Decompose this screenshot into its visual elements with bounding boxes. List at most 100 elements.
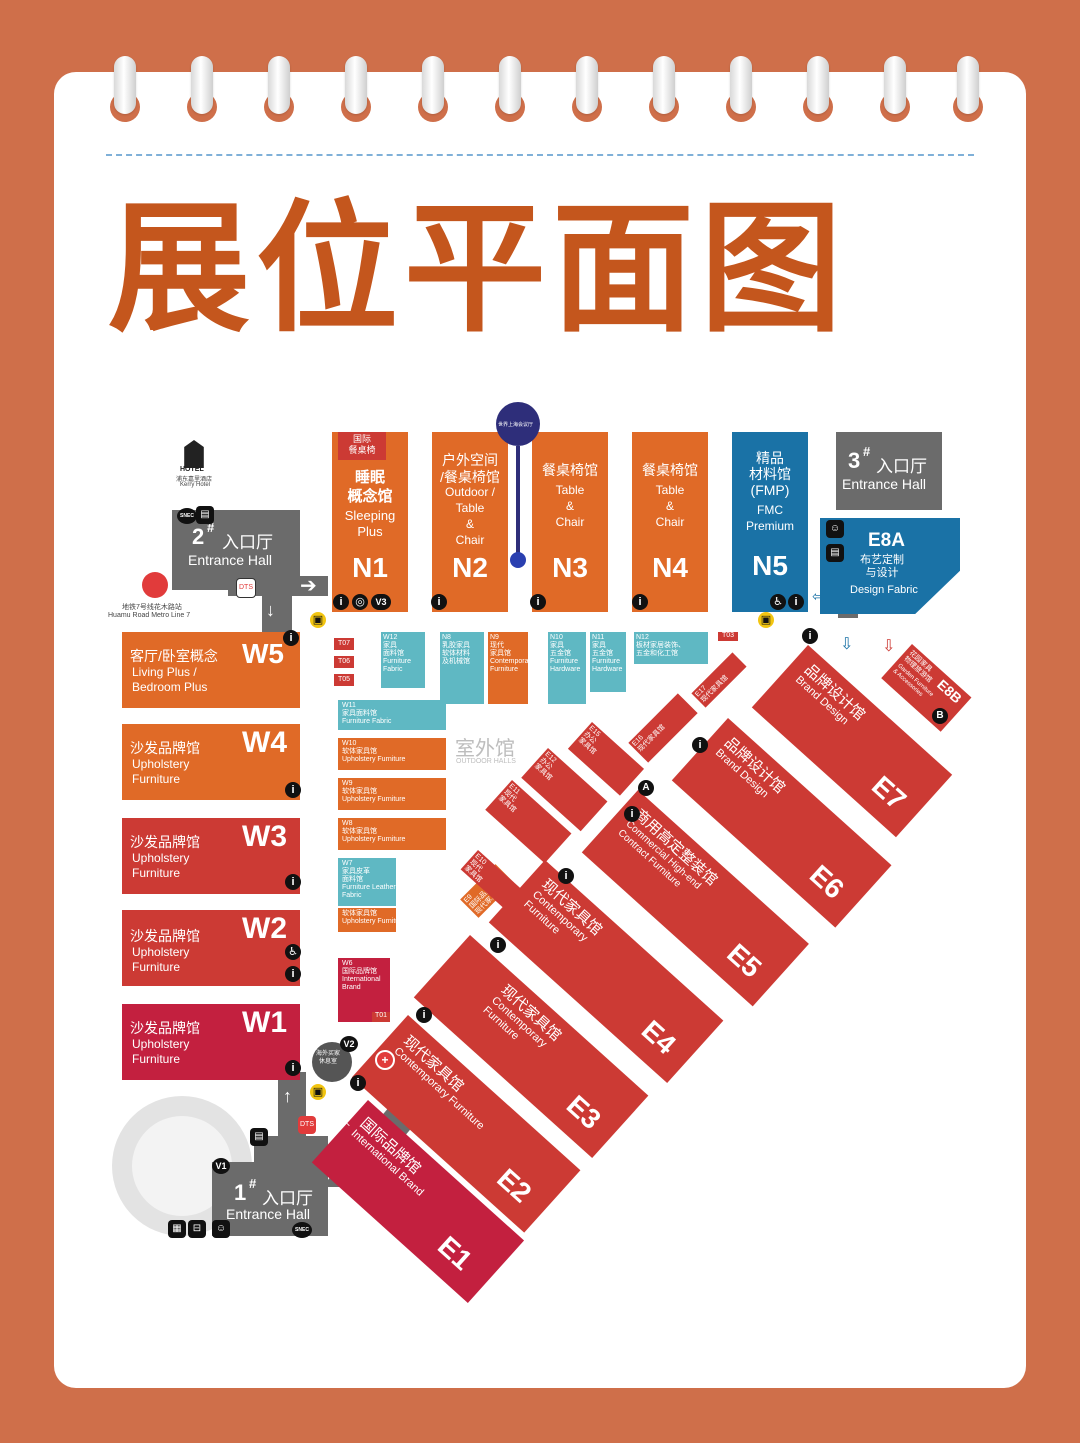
hall-en: Upholstery Furniture: [132, 1037, 190, 1066]
hall-code: E4: [635, 1014, 682, 1061]
hall-w3[interactable]: 沙发品牌馆 Upholstery Furniture W3: [122, 818, 300, 894]
b-badge[interactable]: B: [932, 708, 948, 724]
arrow-down-icon: ⇩: [840, 636, 854, 653]
hall-n5[interactable]: 精品 材料馆 (FMP) FMC Premium N5: [732, 432, 808, 612]
entrance-cn: 入口厅: [222, 533, 273, 552]
hall-n2[interactable]: 户外空间 /餐桌椅馆 Outdoor / Table & Chair N2: [432, 432, 508, 612]
entrance-sup: #: [863, 444, 871, 459]
dashed-divider: [106, 154, 974, 156]
globe-icon[interactable]: ◎: [352, 594, 368, 610]
hall-en: Design Fabric: [850, 584, 918, 596]
hotel-icon: [184, 440, 204, 468]
hall-code: E1: [431, 1230, 479, 1277]
entrance-sup: #: [249, 1176, 257, 1191]
metro-en: Huamu Road Metro Line 7: [108, 612, 191, 619]
first-aid-icon[interactable]: +: [375, 1050, 395, 1070]
v1-badge[interactable]: V1: [212, 1158, 230, 1174]
hall-n1[interactable]: 国际 餐桌椅 睡眠 概念馆 Sleeping Plus N1: [332, 432, 408, 612]
hall-en: Outdoor / Table & Chair: [444, 485, 496, 547]
hall-w8[interactable]: W8 软体家具馆 Upholstery Furniture: [338, 818, 446, 850]
entrance-number: 3: [848, 448, 861, 473]
hall-t05[interactable]: T05: [334, 674, 354, 686]
hall-n10[interactable]: N10 家具 五金馆 Furniture Hardware: [548, 632, 586, 704]
hall-cn: 精品 材料馆 (FMP): [749, 450, 791, 498]
info-icon[interactable]: i: [624, 806, 640, 822]
dts-icon: DTS: [236, 578, 256, 598]
hall-n4[interactable]: 餐桌椅馆 Table & Chair N4: [632, 432, 708, 612]
binder-ring: [187, 56, 217, 122]
hall-w7-upholstery[interactable]: 软体家具馆 Upholstery Furniture: [338, 908, 396, 932]
info-icon[interactable]: i: [530, 594, 546, 610]
info-icon[interactable]: i: [333, 594, 349, 610]
hall-n11[interactable]: N11 家具 五金馆 Furniture Hardware: [590, 632, 626, 692]
hall-code: W5: [242, 638, 284, 669]
info-icon[interactable]: i: [283, 630, 299, 646]
hall-n8[interactable]: N8 乳胶家具 软体材料 及机械馆: [440, 632, 484, 704]
arrow-left-icon: ⇦: [812, 588, 824, 604]
hall-cn: 餐桌椅馆: [542, 462, 598, 478]
hall-w5[interactable]: 客厅/卧室概念 Living Plus / Bedroom Plus W5: [122, 632, 300, 708]
hall-en: Upholstery Furniture: [132, 757, 190, 786]
accessibility-icon[interactable]: ♿: [770, 594, 786, 610]
arrow-up-icon: ↑: [283, 1086, 292, 1106]
info-icon[interactable]: i: [788, 594, 804, 610]
hall-en: Sleeping Plus: [344, 508, 396, 539]
hall-en: Upholstery Furniture: [132, 851, 190, 880]
hall-w6[interactable]: W6 国际品牌馆 International Brand: [338, 958, 390, 1022]
luggage-icon: ▤: [826, 544, 844, 562]
info-icon[interactable]: i: [285, 1060, 301, 1076]
info-icon[interactable]: i: [285, 966, 301, 982]
binder-ring: [495, 56, 525, 122]
info-icon[interactable]: i: [632, 594, 648, 610]
hall-code: E6: [803, 858, 851, 905]
buyer-lounge-label: 海外买家 休息室: [316, 1051, 341, 1065]
hall-w4[interactable]: 沙发品牌馆 Upholstery Furniture W4: [122, 724, 300, 800]
hotel-label: HOTEL: [180, 466, 204, 473]
hall-code: W1: [242, 1006, 287, 1039]
info-icon[interactable]: i: [431, 594, 447, 610]
arrow-down-icon: ⇩: [882, 638, 896, 655]
hall-t07[interactable]: T07: [334, 638, 354, 650]
hall-w11[interactable]: W11 家具面料馆 Furniture Fabric: [338, 700, 446, 730]
hall-t01[interactable]: T01: [372, 1012, 390, 1022]
hall-code: W3: [242, 820, 287, 853]
bus-icon[interactable]: ▣: [758, 612, 774, 628]
hall-en: Table & Chair: [555, 483, 585, 529]
hall-code: N1: [352, 552, 388, 583]
hall-en: Table & Chair: [655, 483, 685, 529]
hall-w1[interactable]: 沙发品牌馆 Upholstery Furniture W1: [122, 1004, 300, 1080]
binder-ring: [726, 56, 756, 122]
info-icon[interactable]: i: [490, 937, 506, 953]
hall-t06[interactable]: T06: [334, 656, 354, 668]
hall-n9[interactable]: N9 现代 家具馆 Contemporary Furniture: [488, 632, 528, 704]
bus-icon[interactable]: ▣: [310, 1084, 326, 1100]
info-icon[interactable]: i: [558, 868, 574, 884]
corridor: [262, 590, 292, 632]
info-icon[interactable]: i: [802, 628, 818, 644]
hall-w7[interactable]: W7 家具皮革 面料馆 Furniture Leather Fabric: [338, 858, 396, 906]
info-icon[interactable]: i: [692, 737, 708, 753]
hall-code: N5: [752, 550, 788, 581]
hall-n12[interactable]: N12 板材家居装饰、 五金和化工馆: [634, 632, 708, 664]
binder-ring: [572, 56, 602, 122]
info-icon[interactable]: i: [285, 874, 301, 890]
snec-badge: SNEC: [292, 1222, 312, 1238]
hall-w12[interactable]: W12 家具 面料馆 Furniture Fabric: [381, 632, 425, 688]
luggage-icon: ▤: [196, 506, 214, 524]
v3-badge[interactable]: V3: [371, 594, 391, 610]
hall-code: N3: [552, 552, 588, 583]
info-icon[interactable]: i: [350, 1075, 366, 1091]
hall-w10[interactable]: W10 软体家具馆 Upholstery Furniture: [338, 738, 446, 770]
v2-badge[interactable]: V2: [340, 1036, 358, 1052]
info-icon[interactable]: i: [416, 1007, 432, 1023]
hall-t03[interactable]: T03: [718, 632, 738, 641]
info-icon[interactable]: i: [285, 782, 301, 798]
entrance-hall-3[interactable]: 3 # 入口厅 Entrance Hall: [836, 432, 942, 510]
a-badge[interactable]: A: [638, 780, 654, 796]
metro-cn: 地铁7号线花木路站: [122, 604, 182, 611]
hall-w9[interactable]: W9 软体家具馆 Upholstery Furniture: [338, 778, 446, 810]
accessibility-icon[interactable]: ♿: [285, 944, 301, 960]
bus-icon[interactable]: ▣: [310, 612, 326, 628]
hall-w2[interactable]: 沙发品牌馆 Upholstery Furniture W2: [122, 910, 300, 986]
hall-n3[interactable]: 餐桌椅馆 Table & Chair N3: [532, 432, 608, 612]
